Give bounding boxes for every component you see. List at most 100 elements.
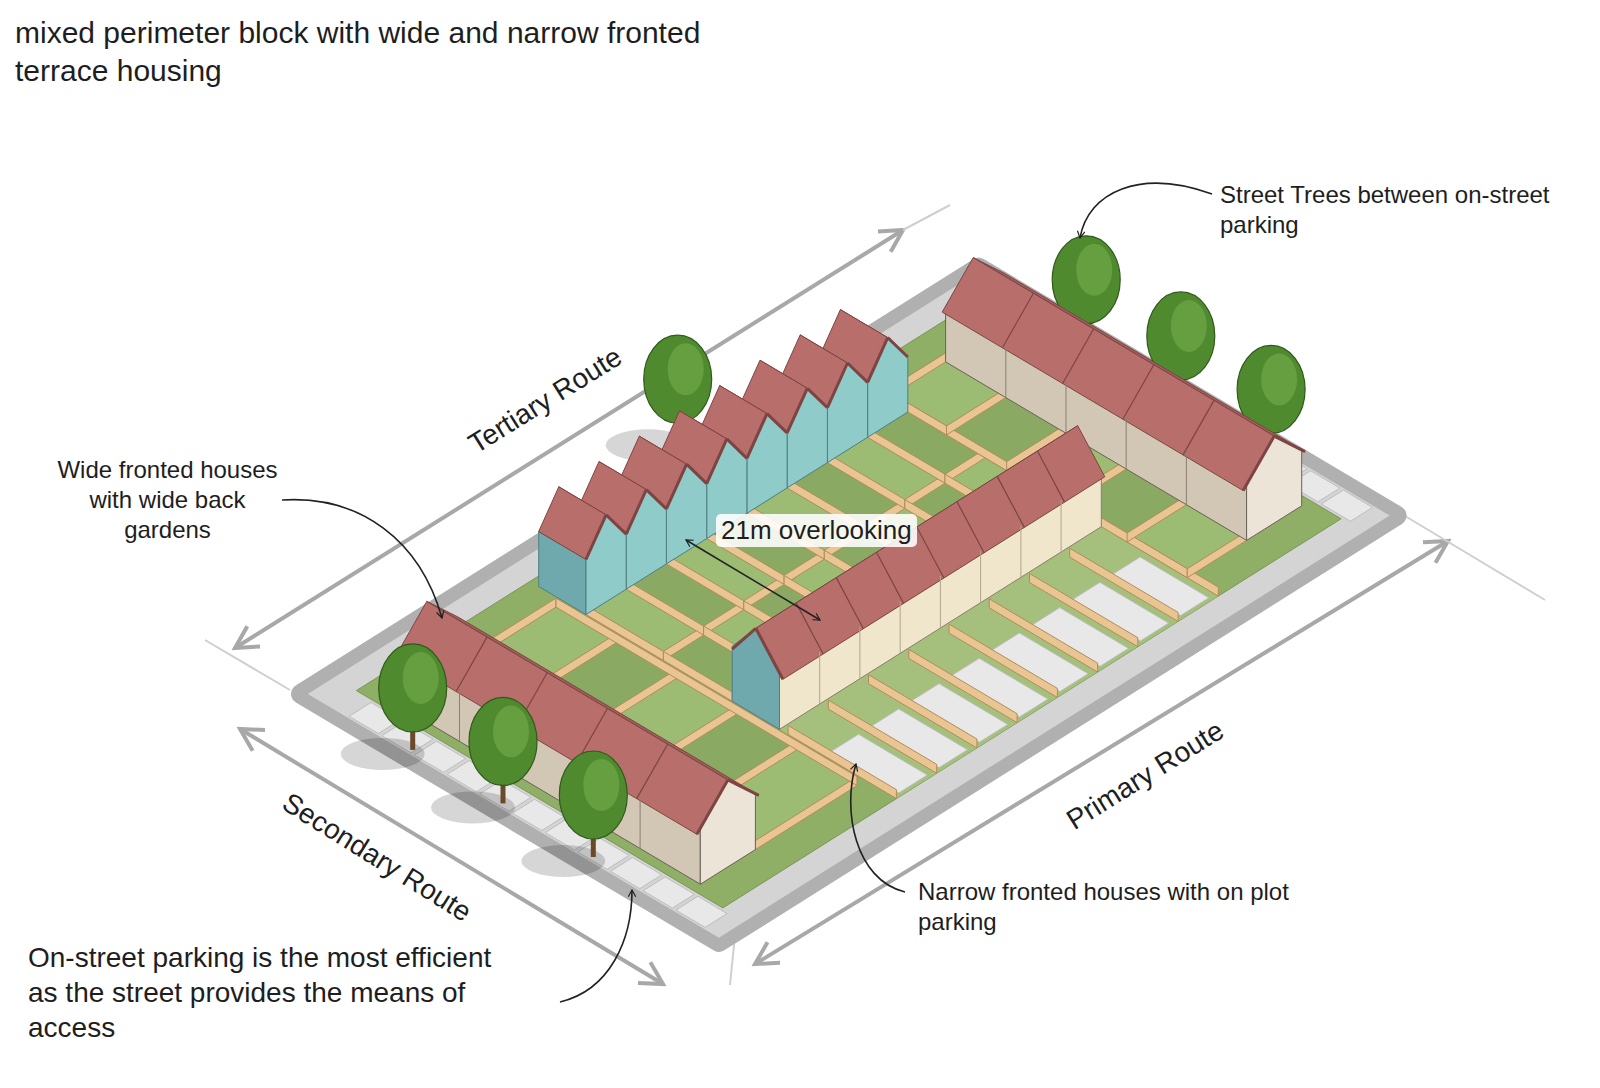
tree-highlight xyxy=(1076,244,1112,296)
gable-front xyxy=(747,414,787,514)
roof-verge xyxy=(807,388,827,407)
garden-fence xyxy=(626,580,703,635)
roof-division xyxy=(796,603,823,654)
roof-division xyxy=(1123,365,1154,420)
tertiary-route-arrow xyxy=(235,230,903,648)
roof-verge xyxy=(868,338,888,383)
garden-fence xyxy=(1187,531,1246,577)
tree-highlight xyxy=(1171,300,1207,352)
roof-verge xyxy=(827,363,847,408)
garden-fence xyxy=(788,725,896,798)
dimension-label: 21m overlooking xyxy=(716,514,917,547)
annotation-label: On-street parking is the most efficient … xyxy=(28,940,498,1045)
roof-verge xyxy=(606,515,626,534)
dimension-arrow xyxy=(686,540,820,620)
party-wall-line xyxy=(1186,453,1187,505)
garden-fence xyxy=(868,428,945,483)
garden-fence xyxy=(755,777,857,850)
roof-division xyxy=(1002,293,1033,348)
party-wall-line xyxy=(1020,525,1021,577)
roof-division xyxy=(957,502,984,553)
tree-canopy xyxy=(559,751,627,839)
garden-fence xyxy=(827,454,904,509)
party-wall-line xyxy=(1126,417,1127,469)
roof-verge xyxy=(756,628,783,679)
isometric-block xyxy=(301,236,1397,942)
street-ground xyxy=(301,268,1397,942)
gable-front xyxy=(787,388,827,488)
roof-verge xyxy=(1243,436,1274,491)
party-wall-line xyxy=(640,797,641,849)
roof-slope xyxy=(942,258,1274,491)
party-wall-line xyxy=(1066,381,1067,433)
roof-verge xyxy=(787,388,807,433)
roof-division xyxy=(1038,451,1065,502)
roof-verge xyxy=(666,464,686,509)
roof-division xyxy=(997,476,1024,527)
tree-canopy xyxy=(644,335,712,423)
gable-front xyxy=(626,490,666,590)
tree-canopy xyxy=(469,697,537,785)
party-wall-line xyxy=(940,576,941,628)
leader-line xyxy=(851,764,905,892)
party-wall-line xyxy=(1061,500,1062,552)
pavement xyxy=(308,272,1390,938)
route-label: Secondary Route xyxy=(276,785,478,929)
party-wall-line xyxy=(980,551,981,603)
leader-line xyxy=(282,500,442,618)
annotation-label: Wide fronted houses with wide back garde… xyxy=(55,455,280,545)
garden-fence xyxy=(1127,496,1186,542)
party-wall-line xyxy=(859,627,860,679)
route-dimension-lines xyxy=(205,205,1545,985)
party-wall-line xyxy=(1005,346,1006,398)
leader-line xyxy=(560,890,632,1002)
roof-verge xyxy=(848,363,868,382)
roof-division xyxy=(1063,329,1094,384)
roof-verge xyxy=(646,490,666,509)
tree-highlight xyxy=(583,759,619,811)
garden-fence xyxy=(666,555,743,610)
roof-verge xyxy=(732,628,756,649)
roof-division xyxy=(917,527,944,578)
extension-lines xyxy=(205,205,1545,985)
gable-front xyxy=(586,515,626,615)
roof-division xyxy=(1183,400,1214,455)
roof-verge xyxy=(888,338,908,357)
leader-line xyxy=(1080,183,1212,238)
roof-verge xyxy=(687,464,707,483)
roof-slope xyxy=(756,426,1105,680)
route-label: Tertiary Route xyxy=(462,339,628,461)
tree-highlight xyxy=(668,343,704,395)
route-label: Primary Route xyxy=(1060,713,1230,838)
roof-verge xyxy=(586,515,606,560)
roof-verge xyxy=(727,439,747,458)
gable-end xyxy=(1247,436,1302,540)
roof-division xyxy=(836,578,863,629)
roof-verge xyxy=(767,414,787,433)
title-text: mixed perimeter block with wide and narr… xyxy=(15,14,735,89)
party-wall-line xyxy=(900,601,901,653)
roof-verge xyxy=(626,490,646,535)
roof-division xyxy=(877,552,904,603)
gable-front xyxy=(868,338,908,438)
gable-front xyxy=(827,363,867,463)
roof-verge xyxy=(747,414,767,459)
roof-verge xyxy=(728,780,759,796)
garden-fence xyxy=(947,389,1006,435)
roof-verge xyxy=(1274,436,1305,452)
tree-highlight xyxy=(1261,353,1297,405)
gable-end xyxy=(732,628,779,729)
roof-division xyxy=(456,637,487,691)
gable-end xyxy=(700,780,755,884)
annotation-label: Narrow fronted houses with on plot parki… xyxy=(918,877,1338,937)
annotation-label: Street Trees between on-street parking xyxy=(1220,180,1550,240)
party-wall-line xyxy=(819,652,820,704)
roof-verge xyxy=(697,780,728,834)
tree-highlight xyxy=(403,652,439,704)
party-wall-line xyxy=(459,689,460,741)
garden-fence xyxy=(663,651,732,701)
tree-canopy xyxy=(379,644,447,732)
garden-fence xyxy=(586,606,663,661)
roof-division xyxy=(637,744,668,798)
